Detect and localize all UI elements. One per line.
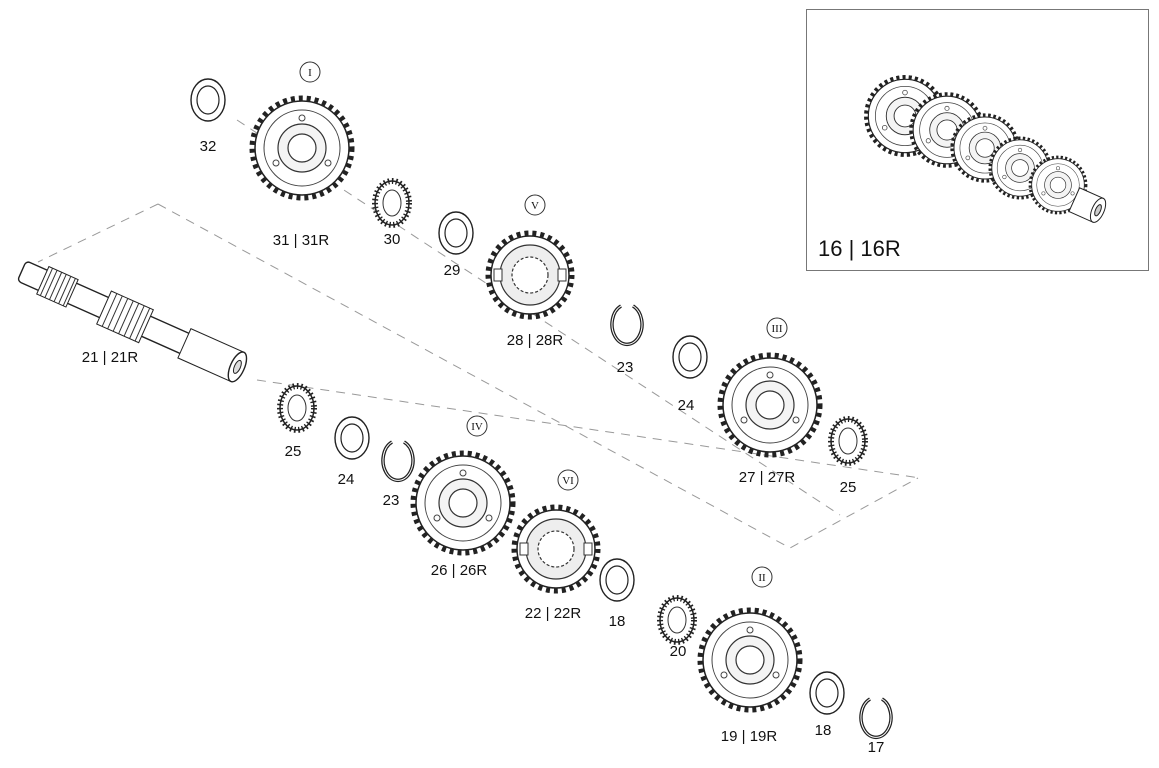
label-17: 17 <box>868 739 885 756</box>
circlip-23-lower <box>381 440 415 483</box>
label-20: 20 <box>670 643 687 660</box>
label-29: 29 <box>444 262 461 279</box>
main-shaft <box>17 261 248 383</box>
needle-bearing-25-left <box>280 386 314 430</box>
label-21: 21 | 21R <box>82 349 139 366</box>
label-27: 27 | 27R <box>739 469 796 486</box>
label-31: 31 | 31R <box>273 232 330 249</box>
gear-numeral-ii: II <box>758 572 766 584</box>
thrust-washer-32 <box>190 78 226 122</box>
label-18-left: 18 <box>609 613 626 630</box>
sliding-gear-28 <box>488 233 572 317</box>
sliding-gear-22 <box>514 507 598 591</box>
label-23-lower: 23 <box>383 492 400 509</box>
gear-numeral-iv: IV <box>471 421 483 433</box>
gear-26 <box>413 453 513 553</box>
thrust-washer-18-left <box>599 558 635 602</box>
label-22: 22 | 22R <box>525 605 582 622</box>
label-25-left: 25 <box>285 443 302 460</box>
gear-31 <box>252 98 352 198</box>
circlip-17 <box>859 697 893 740</box>
thrust-washer-24-lower <box>334 416 370 460</box>
needle-bearing-30 <box>375 181 409 225</box>
gear-27 <box>720 355 820 455</box>
label-24-upper: 24 <box>678 397 695 414</box>
thrust-washer-24-upper <box>672 335 708 379</box>
gear-numeral-vi: VI <box>562 475 574 487</box>
needle-bearing-25-right <box>831 419 865 463</box>
label-32: 32 <box>200 138 217 155</box>
label-30: 30 <box>384 231 401 248</box>
gear-numeral-iii: III <box>772 323 783 335</box>
label-18-right: 18 <box>815 722 832 739</box>
label-25-right: 25 <box>840 479 857 496</box>
label-28: 28 | 28R <box>507 332 564 349</box>
gear-numeral-i: I <box>308 67 312 79</box>
assembly-inset-label: 16 | 16R <box>818 236 901 261</box>
gear-19 <box>700 610 800 710</box>
label-23-upper: 23 <box>617 359 634 376</box>
thrust-washer-18-right <box>809 671 845 715</box>
label-26: 26 | 26R <box>431 562 488 579</box>
label-19: 19 | 19R <box>721 728 778 745</box>
assembly-drawing <box>864 75 1107 223</box>
circlip-23-upper <box>610 304 644 347</box>
needle-bearing-20 <box>660 598 694 642</box>
gear-numeral-v: V <box>531 200 539 212</box>
label-24-lower: 24 <box>338 471 355 488</box>
thrust-washer-29 <box>438 211 474 255</box>
